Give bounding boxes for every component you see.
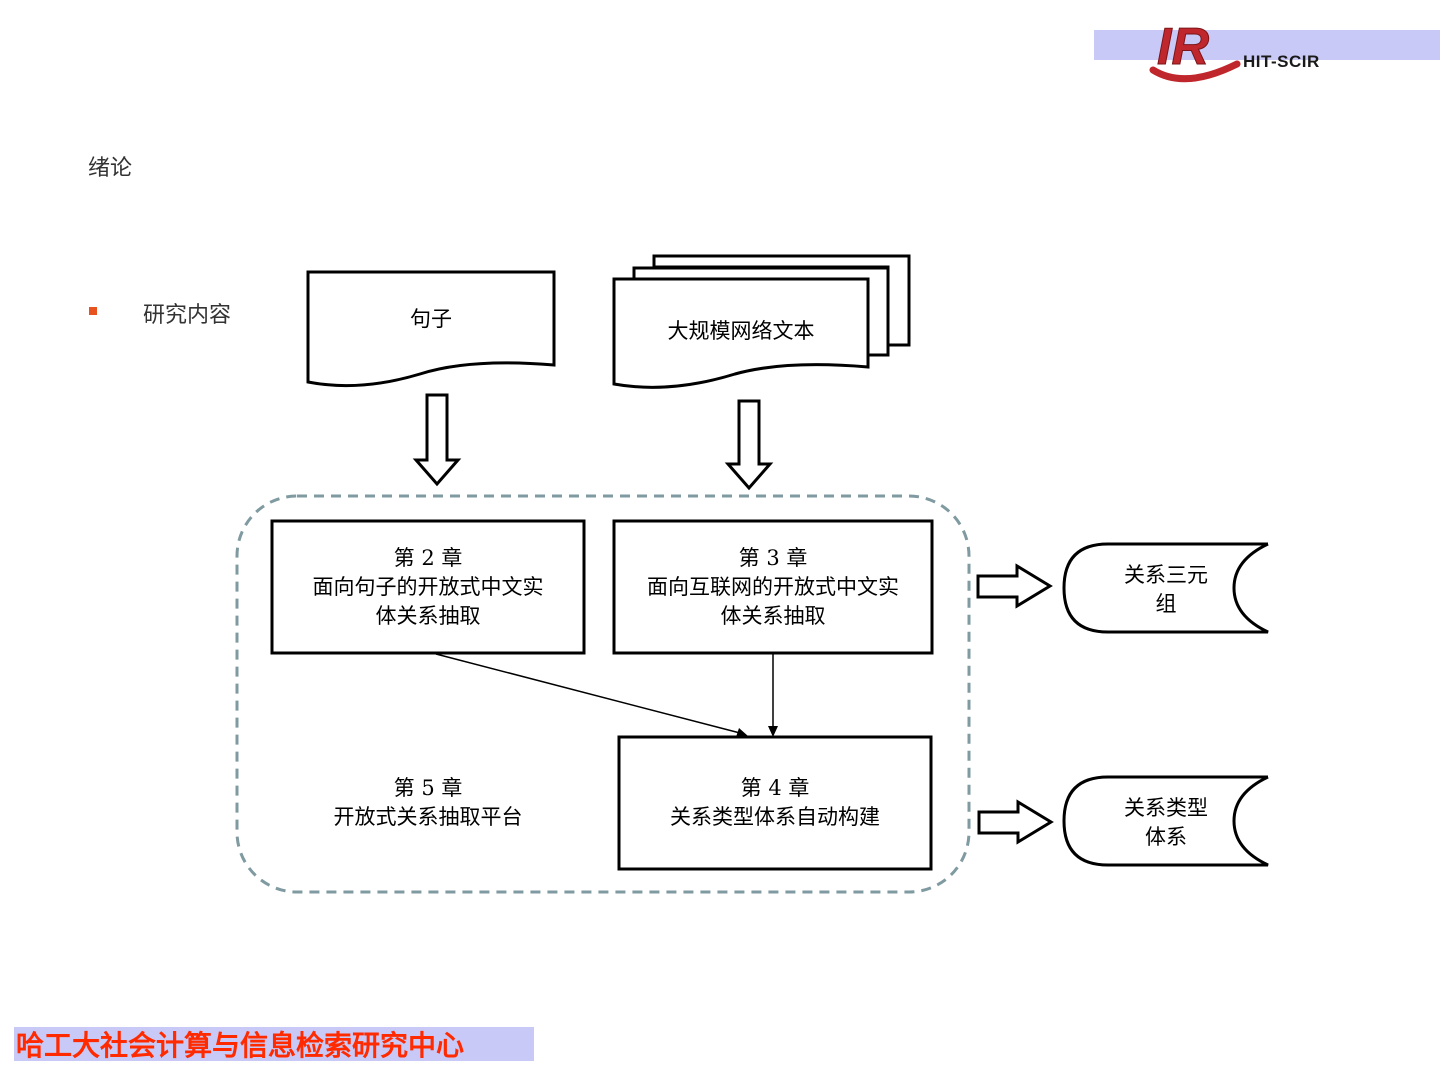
dashed-container	[235, 494, 971, 894]
bullet-marker	[89, 307, 97, 315]
chapter3-title-line2: 体关系抽取	[721, 604, 826, 628]
chapter4-number: 第 4 章	[741, 776, 810, 800]
input-sentence-label: 句子	[410, 307, 452, 331]
chapter3-title-line1: 面向互联网的开放式中文实	[647, 575, 899, 599]
bullet-text: 研究内容	[143, 303, 232, 328]
chapter2-box	[270, 519, 586, 655]
down-arrow-right	[724, 399, 774, 491]
chapter2-title-line2: 体关系抽取	[376, 604, 481, 628]
output-types-shape	[1062, 775, 1269, 867]
output-triples-line1: 关系三元	[1124, 563, 1208, 587]
connector-ch2-ch4	[435, 653, 741, 734]
chapter3-number: 第 3 章	[739, 546, 808, 570]
chapter4-title: 关系类型体系自动构建	[670, 805, 880, 829]
logo-text: HIT-SCIR	[1243, 52, 1320, 71]
slide-title: 绪论	[88, 156, 133, 181]
chapter5-title: 开放式关系抽取平台	[334, 805, 523, 829]
chapter3-box	[612, 519, 934, 655]
chapter5-number: 第 5 章	[394, 776, 463, 800]
logo-letters: IR	[1157, 18, 1209, 76]
document-stack-front	[612, 277, 870, 389]
document-shape-sentence	[306, 270, 556, 388]
connector-ch2-ch4-arrowhead	[736, 728, 748, 737]
right-arrow-top	[976, 563, 1053, 609]
output-types-line1: 关系类型	[1124, 796, 1208, 820]
output-types-line2: 体系	[1145, 825, 1187, 849]
connector-ch3-ch4-arrowhead	[768, 726, 778, 737]
footer-band	[14, 1027, 534, 1061]
chapter2-title-line1: 面向句子的开放式中文实	[313, 575, 544, 599]
chapter4-box	[617, 735, 933, 871]
logo-ir-icon: IR	[1149, 18, 1241, 83]
down-arrow-left	[412, 393, 462, 487]
right-arrow-bottom	[977, 799, 1054, 845]
logo-band	[1094, 30, 1440, 60]
input-web-label: 大规模网络文本	[668, 319, 815, 343]
output-triples-shape	[1062, 542, 1269, 634]
chapter2-number: 第 2 章	[394, 546, 463, 570]
output-triples-line2: 组	[1156, 592, 1177, 616]
footer-text: 哈工大社会计算与信息检索研究中心	[16, 1029, 465, 1062]
